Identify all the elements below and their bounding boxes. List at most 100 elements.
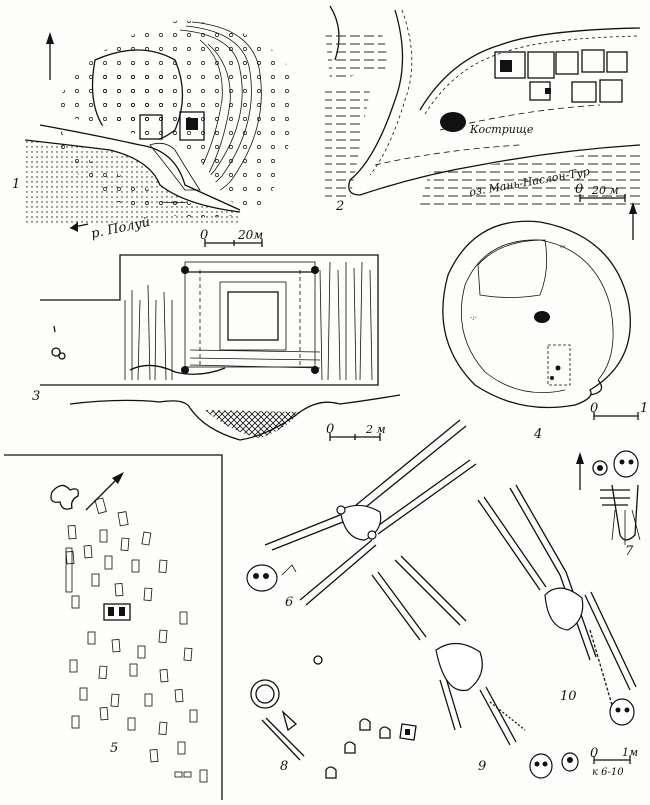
panel-number-7: 7	[625, 544, 634, 559]
scale-label: 20м	[237, 228, 263, 242]
panel-1-scale-bar: 0 20м	[200, 228, 263, 247]
central-pit	[227, 291, 279, 341]
scale-zero: 0	[575, 182, 583, 197]
grave-outline	[83, 544, 93, 559]
inner-platform	[91, 49, 184, 144]
grave-outline	[120, 537, 130, 551]
svg-text:·:·: ·:·	[470, 314, 477, 322]
scale-zero: 0	[200, 228, 208, 243]
panel-4-round-dwelling: ·:· ᵃᵃ 4 0 1	[442, 220, 648, 442]
grave-outline	[71, 595, 80, 609]
grave-outline	[174, 771, 183, 778]
grave-outline	[144, 693, 153, 707]
grave-outline	[158, 559, 168, 573]
panel-number-6: 6	[285, 595, 293, 610]
panel-number-9: 9	[478, 759, 486, 774]
lake-water-bottom	[420, 150, 640, 205]
section-fill	[205, 410, 300, 438]
grave-outline	[158, 629, 168, 643]
north-arrowhead-icon	[46, 32, 54, 44]
grave-outline	[104, 555, 113, 570]
panel-number-1: 1	[12, 177, 20, 192]
excavation-trench	[149, 142, 201, 191]
panel-number-8: 8	[280, 759, 288, 774]
grave-outline	[149, 748, 159, 763]
grave-outline	[67, 524, 77, 540]
panel-2-site-plan: Кострище 2 оз. Мань-Наслон-Тур 0 20 м	[325, 5, 641, 240]
grave-outline	[143, 587, 153, 601]
grave-outline	[177, 741, 186, 755]
grave-outline	[141, 531, 152, 546]
grave-outline	[158, 721, 168, 735]
grave-outline	[131, 559, 140, 573]
scale-zero: 0	[590, 401, 598, 416]
burial-8: 8	[250, 655, 417, 779]
lake-water-top	[325, 30, 387, 80]
panel-1-site-plan: 1 р. Полуй 0 20м	[12, 20, 292, 247]
building-complex	[494, 49, 628, 103]
burial-9: 9	[371, 555, 526, 774]
scale-label: 2 м	[365, 423, 386, 436]
panel-number-4: 4	[533, 427, 542, 442]
grave-outlines	[65, 497, 208, 783]
grave-outline	[129, 663, 138, 677]
grave-outline	[98, 665, 108, 679]
scale-label: 20 м	[591, 184, 619, 197]
panel-4-scale-bar: 0 1	[590, 401, 648, 420]
grave-outline	[111, 638, 121, 653]
grave-outline	[114, 582, 124, 597]
cross-shaped-grave	[50, 484, 79, 510]
skull	[609, 698, 635, 726]
river-flow-arrow-icon	[70, 222, 78, 232]
grave-outline	[69, 659, 78, 673]
scale-label: 1м	[622, 746, 638, 759]
north-arrow-icon	[85, 475, 121, 511]
skull	[613, 450, 639, 478]
panel-2-scale-bar: 0 20 м	[575, 182, 626, 202]
grave-outline	[159, 668, 169, 683]
grave-outline	[99, 529, 108, 543]
scale-zero: 0	[590, 746, 598, 761]
burials-6-10: 6 7 8	[246, 419, 641, 779]
grave-outline	[65, 550, 75, 565]
hearth-label: Кострище	[469, 123, 534, 136]
panel-5-cemetery-plan: 5	[4, 454, 223, 800]
panel-number-10: 10	[560, 689, 577, 704]
svg-text:ᵃᵃ: ᵃᵃ	[560, 244, 566, 252]
burial-10: 10	[477, 484, 637, 779]
lake-water-left	[325, 90, 370, 200]
panel-3-scale-bar: 0 2 м	[326, 422, 386, 441]
grave-outline	[174, 688, 184, 703]
grave-outline	[117, 511, 129, 527]
panel-3-dwelling-section: 3 0 2 м	[32, 254, 401, 441]
grave-outline	[110, 693, 120, 707]
panel-number-5: 5	[110, 741, 118, 756]
grave-outline	[71, 715, 80, 729]
grave-outline	[65, 547, 73, 593]
river-bank-shading	[25, 140, 240, 225]
scale-zero: 0	[326, 422, 334, 437]
hearth-mark	[440, 112, 466, 132]
burials-scale-bar: 0 1м к 6-10	[590, 746, 638, 778]
panel-number-3: 3	[32, 389, 40, 404]
panel-number-2: 2	[335, 199, 344, 214]
log-hatching	[124, 261, 373, 381]
burial-6: 6	[246, 419, 477, 610]
scale-note: к 6-10	[592, 767, 624, 778]
grave-outline	[183, 647, 193, 661]
scale-label: 1	[640, 401, 648, 416]
burial-7: 7	[592, 450, 641, 559]
grave-outline	[91, 573, 100, 587]
skull	[246, 564, 278, 592]
grave-outline	[87, 631, 96, 645]
grave-outline	[189, 709, 198, 723]
grave-outline	[127, 717, 136, 731]
pit-hatched	[477, 239, 548, 298]
grave-outline	[199, 769, 208, 783]
grave-outline	[79, 687, 88, 701]
grave-outline	[94, 497, 107, 515]
grave-outline	[179, 611, 188, 625]
grave-outline	[137, 645, 146, 659]
